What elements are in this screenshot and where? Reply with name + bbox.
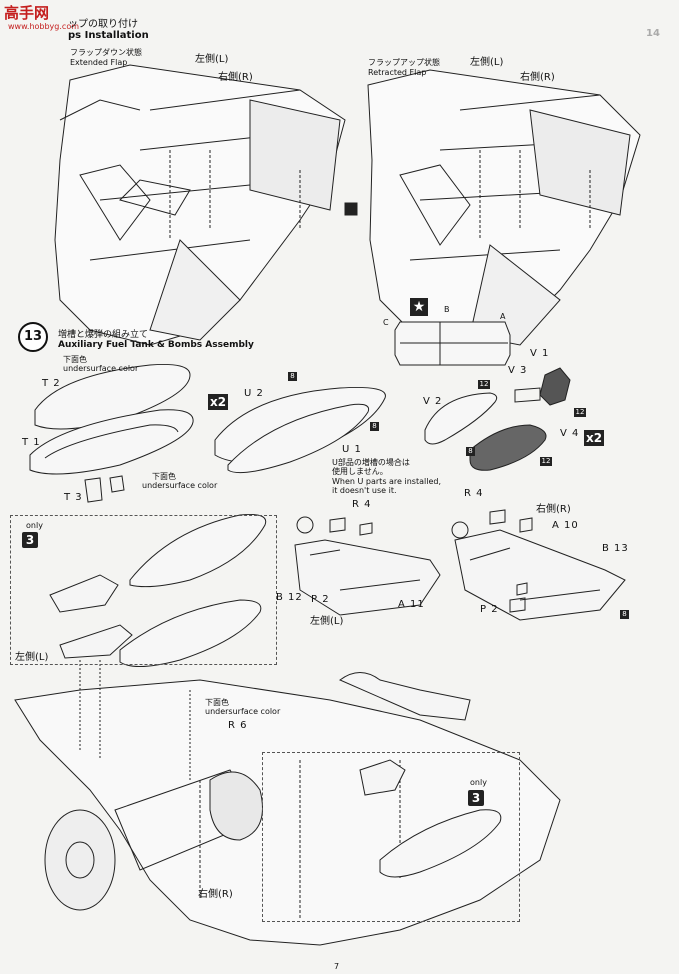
bomb-letter-a: A	[500, 312, 506, 321]
part-v3: V 3	[508, 365, 528, 376]
part-r6: R 6	[228, 720, 248, 731]
part-v4: V 4	[560, 428, 580, 439]
part-t2: T 2	[42, 378, 61, 389]
pylon-right-side-label: 右側(R)	[536, 504, 571, 515]
flap-right-label-right: 右側(R)	[520, 72, 555, 83]
count-8-b: 8	[370, 422, 379, 431]
quantity-x2-right: x2	[584, 430, 605, 446]
part-r4-right: R 4	[464, 488, 484, 499]
part-t1: T 1	[22, 437, 41, 448]
step-title-en: Auxiliary Fuel Tank & Bombs Assembly	[58, 340, 254, 350]
part-p2-right: P 2	[480, 604, 499, 615]
part-b13: B 13	[602, 543, 629, 554]
watermark-logo: 高手网	[4, 4, 50, 22]
undersurface-label-1-en: undersurface color	[63, 364, 139, 373]
count-12-c: 12	[540, 457, 552, 466]
only-3-badge-left: 3	[22, 532, 38, 548]
part-t3: T 3	[64, 492, 83, 503]
retracted-flap-jp: フラップアップ状態	[368, 58, 440, 67]
step-number-badge: 13	[18, 322, 48, 352]
u-note-en1: When U parts are installed,	[332, 477, 441, 486]
only-3-badge-right: 3	[468, 790, 484, 806]
undersurface-label-3-en: undersurface color	[205, 707, 281, 716]
aircraft-right-side-label: 右側(R)	[198, 889, 233, 900]
page-corner-number: 14	[646, 28, 660, 39]
part-u2: U 2	[244, 388, 264, 399]
flap-left-label-right: 右側(R)	[218, 72, 253, 83]
part-a10: A 10	[552, 520, 579, 531]
part-a11: A 11	[398, 599, 425, 610]
only-label-left: only	[26, 521, 43, 530]
part-v2: V 2	[423, 396, 443, 407]
only-label-right: only	[470, 778, 487, 787]
u-note-jp1: U部品の増槽の場合は	[332, 458, 410, 467]
count-12-b: 12	[574, 408, 586, 417]
flap-right-label-left: 左側(L)	[470, 57, 504, 68]
step-title-jp: 増槽と爆弾の組み立て	[58, 330, 149, 340]
undersurface-label-2-en: undersurface color	[142, 481, 218, 490]
bomb-letter-c: C	[383, 318, 389, 327]
u-note-en2: it doesn't use it.	[332, 486, 397, 495]
quantity-x2-left: x2	[208, 394, 229, 410]
header-en: ps Installation	[68, 30, 149, 41]
header-jp: ップの取り付け	[68, 19, 138, 30]
star-icon: ★	[410, 298, 428, 316]
retracted-flap-en: Retracted Flap	[368, 68, 427, 77]
page-footer-number: 7	[334, 962, 340, 971]
count-8-c: 8	[466, 447, 475, 456]
only-3-region-left	[10, 515, 277, 665]
extended-flap-jp: フラップダウン状態	[70, 48, 142, 57]
undersurface-label-2-jp: 下面色	[152, 472, 176, 481]
u-note-jp2: 使用しません。	[332, 467, 388, 476]
undersurface-label-1-jp: 下面色	[63, 355, 87, 364]
extended-flap-en: Extended Flap	[70, 58, 128, 67]
only-box-left-side-label: 左側(L)	[15, 652, 49, 663]
part-b12: B 12	[276, 592, 303, 603]
part-p2-left: P 2	[311, 594, 330, 605]
pylon-left-side-label: 左側(L)	[310, 616, 344, 627]
bomb-letter-b: B	[444, 305, 450, 314]
watermark-url: www.hobbyg.com	[8, 22, 79, 31]
part-r4-left: R 4	[352, 499, 372, 510]
part-v1: V 1	[530, 348, 550, 359]
count-8-a: 8	[288, 372, 297, 381]
count-8-d: 8	[620, 610, 629, 619]
count-12-a: 12	[478, 380, 490, 389]
undersurface-label-3-jp: 下面色	[205, 698, 229, 707]
flap-left-label-left: 左側(L)	[195, 54, 229, 65]
only-3-region-right	[262, 752, 520, 922]
part-u1: U 1	[342, 444, 362, 455]
